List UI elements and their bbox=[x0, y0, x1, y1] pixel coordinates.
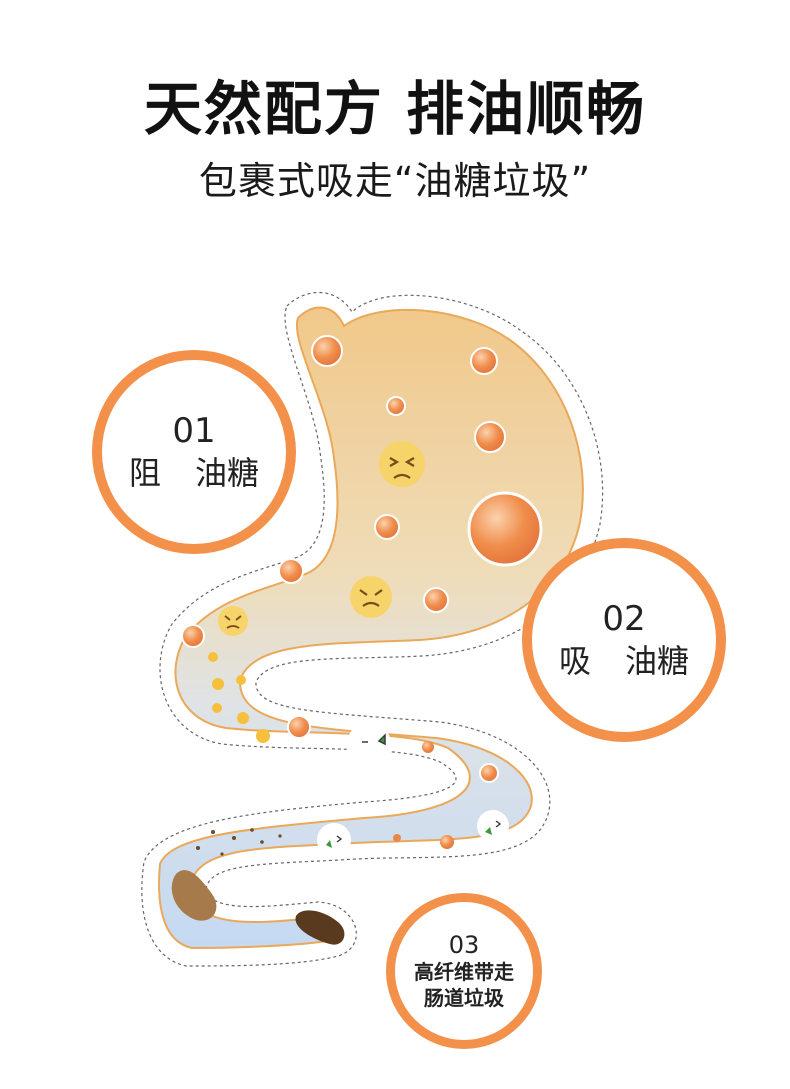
waste-blob bbox=[295, 910, 345, 945]
badge-label-line2: 肠道垃圾 bbox=[424, 986, 504, 1010]
angry-face-icon bbox=[350, 576, 392, 618]
page-title: 天然配方 排油顺畅 bbox=[143, 75, 647, 143]
angry-face-icon bbox=[218, 606, 248, 636]
oil-droplet bbox=[386, 396, 406, 416]
oil-droplet bbox=[374, 514, 400, 540]
badge-label-verb: 阻 bbox=[128, 454, 161, 492]
badge-02-absorb-oil-sugar: 02 吸油糖 bbox=[522, 538, 726, 742]
oil-droplet bbox=[287, 715, 311, 739]
badge-label-verb: 吸 bbox=[558, 642, 591, 680]
oil-droplet bbox=[423, 587, 449, 613]
badge-number: 02 bbox=[602, 599, 646, 639]
waste-particles bbox=[196, 828, 282, 856]
oil-droplet bbox=[311, 335, 343, 367]
oil-droplet bbox=[278, 558, 304, 584]
fiber-particle-icon bbox=[317, 823, 351, 857]
oil-droplet bbox=[474, 421, 506, 453]
badge-01-block-oil-sugar: 01 阻油糖 bbox=[92, 350, 296, 554]
oil-droplets bbox=[181, 335, 543, 849]
fiber-particle-icon bbox=[477, 810, 509, 842]
oil-droplet-large bbox=[467, 491, 543, 567]
waste-blob bbox=[171, 870, 217, 921]
oil-droplet bbox=[440, 835, 454, 849]
fiber-particle-icon bbox=[347, 722, 391, 766]
badge-03-fiber-removes-waste: 03 高纤维带走 肠道垃圾 bbox=[386, 893, 542, 1049]
badge-number: 01 bbox=[172, 411, 216, 451]
oil-droplet bbox=[470, 347, 498, 375]
badge-number: 03 bbox=[448, 931, 480, 959]
page-subtitle: 包裹式吸走“油糖垃圾” bbox=[198, 159, 592, 203]
badge-label-line1: 高纤维带走 bbox=[414, 960, 514, 984]
oil-droplet bbox=[181, 624, 205, 648]
badge-label-object: 油糖 bbox=[195, 454, 260, 492]
angry-face-icon bbox=[379, 441, 425, 487]
sugar-particles bbox=[208, 652, 270, 743]
oil-droplet bbox=[422, 741, 434, 753]
oil-droplet bbox=[479, 763, 499, 783]
badge-label-object: 油糖 bbox=[625, 642, 690, 680]
oil-droplet bbox=[393, 834, 401, 842]
